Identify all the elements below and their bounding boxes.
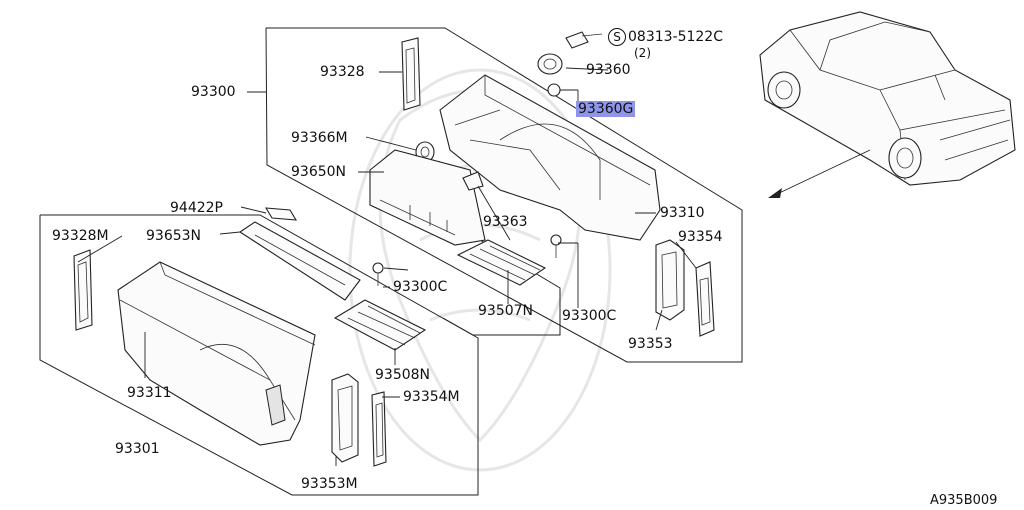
part-93311-shape [117,261,316,446]
callout-93363[interactable]: 93363 [483,214,528,230]
part-93328-shape [401,37,421,111]
part-93310-shape [439,74,661,241]
callout-93354m[interactable]: 93354M [403,389,460,405]
view-arrow-line [774,149,871,196]
figure-code: A935B009 [930,493,998,508]
view-arrow-head [768,188,782,198]
callout-93354[interactable]: 93354 [678,229,723,245]
left-group-frame [39,214,479,496]
bolt-symbol-circle: S [608,28,626,46]
callout-93508n[interactable]: 93508N [375,367,431,383]
callout-93328m[interactable]: 93328M [52,228,109,244]
callout-93360[interactable]: 93360 [586,62,631,78]
part-93508n-shape [333,299,427,351]
callout-93300c-right[interactable]: 93300C [562,308,617,324]
callout-93507n[interactable]: 93507N [478,303,534,319]
bolt-08313-5122c [565,31,603,49]
part-93360g-shape [547,83,561,97]
part-93354-shape [695,261,715,337]
callout-93650n[interactable]: 93650N [291,164,347,180]
callout-93311[interactable]: 93311 [127,385,172,401]
part-93353-shape [655,239,685,321]
part-93650n-shape [369,149,486,246]
part-93507n-shape [456,239,547,286]
callout-08313-5122c[interactable]: 08313-5122C [628,29,723,45]
bolt-93300c-right [550,234,562,258]
callout-93328[interactable]: 93328 [320,64,365,80]
callout-93300[interactable]: 93300 [191,84,236,100]
callout-93300c-left[interactable]: 93300C [393,279,448,295]
callout-93301[interactable]: 93301 [115,441,160,457]
callout-93360g-highlighted[interactable]: 93360G [576,101,636,117]
callout-93353[interactable]: 93353 [628,336,673,352]
bolt-93300c-left [372,262,384,286]
part-93353m-shape [331,373,359,463]
part-93328m-shape [73,249,93,331]
right-group-frame [265,27,743,363]
callout-93310[interactable]: 93310 [660,205,705,221]
bolt-quantity: (2) [634,46,651,60]
part-93360-shape [537,53,563,75]
truck-illustration [759,11,1016,186]
callout-93353m[interactable]: 93353M [301,476,358,492]
part-93653n-shape [238,221,361,301]
part-93363-shape [462,171,484,191]
part-94422p-shape [264,207,298,221]
callout-94422p[interactable]: 94422P [170,200,223,216]
callout-93366m[interactable]: 93366M [291,130,348,146]
leader-lines [77,67,697,466]
part-93354m-shape [371,391,387,467]
callout-93653n[interactable]: 93653N [146,228,202,244]
